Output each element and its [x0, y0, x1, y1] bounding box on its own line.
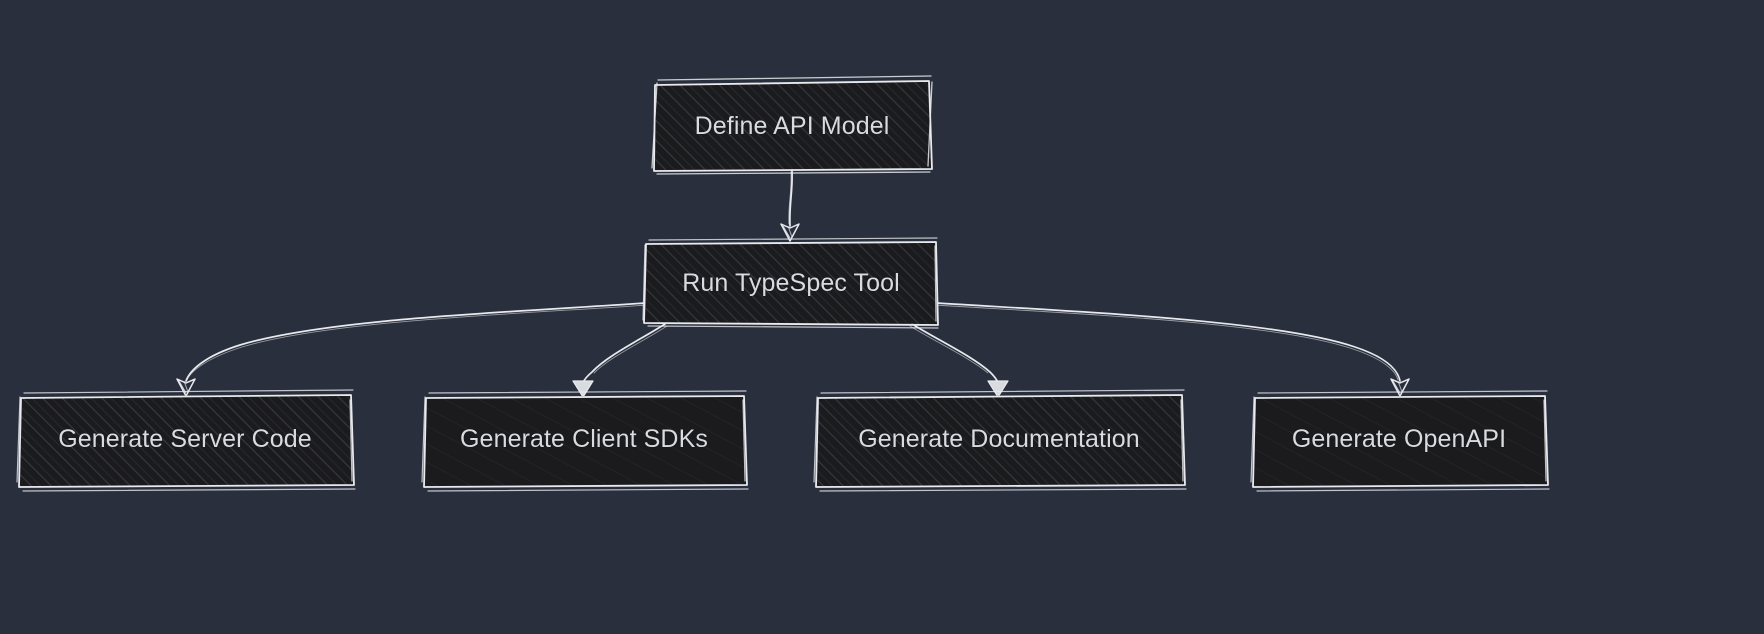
nodes-layer — [16, 75, 1550, 492]
edges-layer — [176, 170, 1410, 398]
node-define-api-model[interactable] — [651, 75, 933, 175]
node-generate-server-code[interactable] — [16, 389, 356, 492]
edge-define-to-run — [780, 170, 800, 242]
edge-run-to-openapi — [934, 302, 1410, 397]
node-run-typespec-tool[interactable] — [642, 237, 939, 329]
node-generate-documentation[interactable] — [813, 389, 1187, 492]
node-generate-openapi[interactable] — [1250, 390, 1550, 492]
edge-run-to-client — [572, 323, 668, 398]
edge-run-to-docs — [909, 323, 1009, 398]
node-generate-client-sdks[interactable] — [421, 390, 749, 492]
edge-run-to-server — [176, 302, 648, 397]
